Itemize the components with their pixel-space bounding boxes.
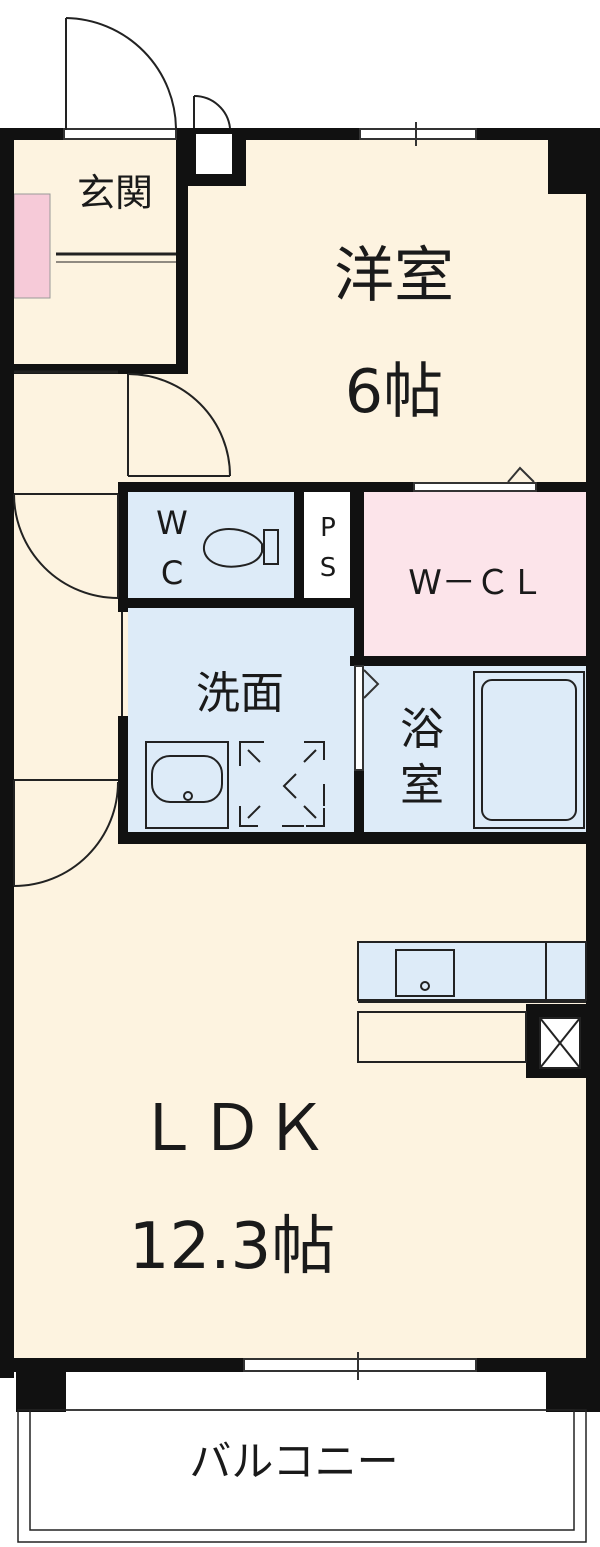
wall [12, 364, 188, 374]
entrance-label: 玄関 [77, 171, 153, 215]
wall [350, 482, 364, 608]
ldk-door-arc [13, 781, 119, 887]
wall [0, 128, 66, 140]
wall [236, 128, 360, 140]
ps-label-s: S [320, 553, 337, 583]
ps-floor [304, 492, 354, 600]
balcony-floor [22, 1378, 582, 1536]
pipe-shaft-small [196, 134, 232, 174]
wc-label-w: W [156, 504, 188, 542]
wall [118, 482, 414, 492]
toilet-bowl [203, 527, 263, 568]
entrance-accent-panel [13, 193, 51, 299]
wc-floor [128, 492, 296, 600]
washroom-floor [128, 608, 354, 834]
wall [354, 608, 364, 658]
western-room-label: 洋室 [334, 241, 454, 311]
wall [354, 770, 364, 840]
ldk-label: ＬＤＫ [136, 1092, 328, 1166]
wall [294, 482, 304, 608]
wc-door-arc [13, 493, 119, 599]
washbasin-bowl [151, 755, 223, 803]
wcl-floor [364, 492, 586, 658]
doors [13, 17, 231, 887]
labels: 玄関 洋室 6帖 W C P S W－ＣＬ 洗面 浴 室 ＬＤＫ 12.3帖 バ… [77, 171, 544, 1486]
washroom-label: 洗面 [196, 668, 284, 719]
fixtures [145, 527, 587, 1069]
sliding-door-wcl [413, 482, 537, 492]
bath-label-line2: 室 [400, 760, 444, 811]
shaft-door-arc [193, 94, 231, 129]
door-frame-entrance [63, 128, 177, 140]
kitchen-sink [395, 949, 455, 997]
toilet-tank [263, 529, 279, 565]
window-western-room [359, 128, 477, 140]
wall [0, 128, 14, 1378]
bath-label-line1: 浴 [400, 704, 444, 755]
balcony-label: バルコニー [189, 1437, 398, 1486]
balcony-rail [17, 1409, 587, 1543]
wall [586, 128, 600, 1378]
washbasin [145, 741, 229, 829]
wall-post [16, 1358, 66, 1412]
ps-label-p: P [320, 513, 336, 543]
wall-post [546, 1358, 600, 1412]
western-room-size: 6帖 [345, 357, 443, 427]
wc-label-c: C [161, 554, 183, 592]
bathtub-inner [481, 679, 577, 821]
wall [118, 482, 128, 612]
openings [63, 122, 537, 1380]
walls [0, 128, 600, 1412]
kitchen-counter [357, 941, 587, 1001]
wall [118, 716, 128, 844]
western-door-arc [127, 373, 231, 477]
sliding-door-washroom [354, 665, 364, 771]
window-ldk-balcony [243, 1358, 477, 1372]
entrance-door-arc [65, 17, 177, 131]
wall [350, 656, 596, 666]
bathtub [473, 671, 585, 829]
floor-fills [12, 130, 588, 1536]
wall [118, 832, 596, 844]
ldk-size: 12.3帖 [129, 1210, 336, 1284]
wall [536, 482, 596, 492]
wcl-label: W－ＣＬ [408, 563, 544, 603]
wall [176, 128, 188, 374]
wall [118, 598, 364, 608]
kitchen-lower-cabinet [357, 1011, 527, 1063]
washer-space [239, 741, 325, 827]
